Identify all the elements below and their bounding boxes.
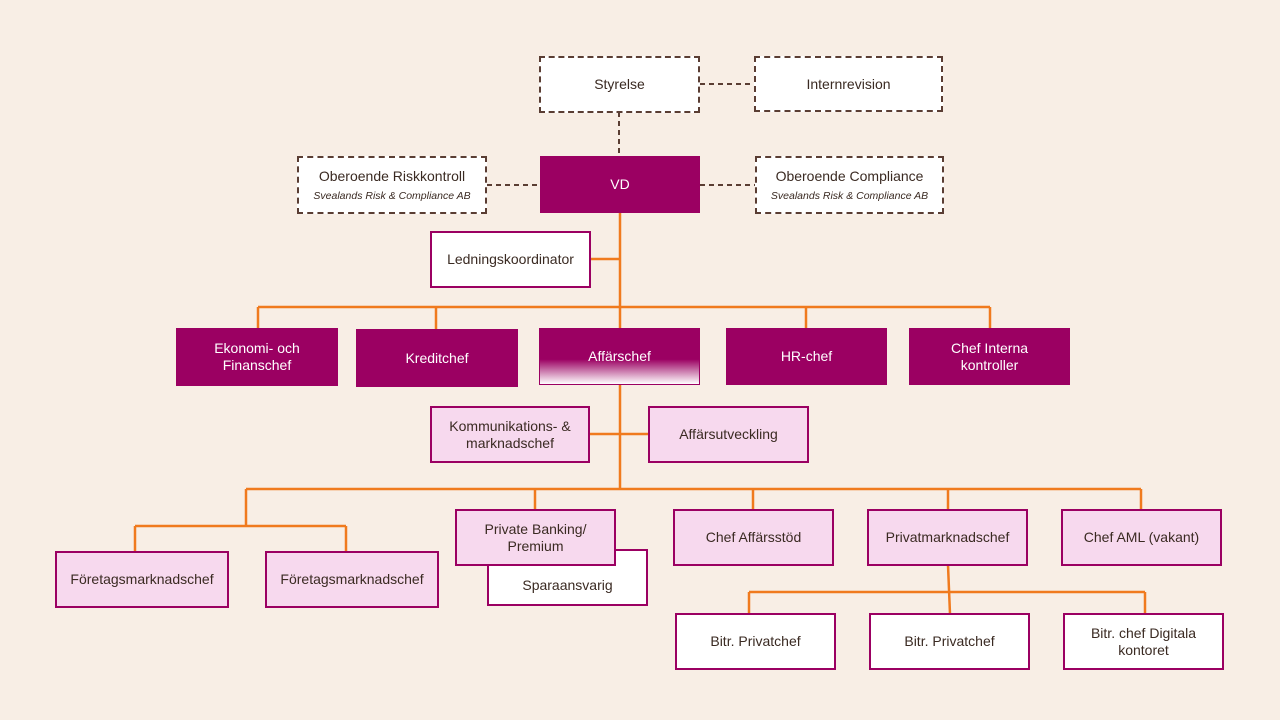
foretagsmarknad-label-2: Företagsmarknadschef	[280, 571, 424, 587]
affarsutveckling-box: Affärsutveckling	[648, 406, 809, 463]
riskkontroll-box: Oberoende Riskkontroll Svealands Risk & …	[297, 156, 487, 214]
hrchef-label: HR-chef	[780, 348, 833, 364]
hrchef-box: HR-chef	[726, 328, 887, 385]
private-banking-box: Private Banking/ Premium	[455, 509, 616, 566]
dashed-connectors	[487, 83, 755, 186]
internrevision-box: Internrevision	[754, 56, 943, 112]
foretagsmarknad-box-1: Företagsmarknadschef	[55, 551, 229, 608]
styrelse-box: Styrelse	[539, 56, 700, 113]
vd-box: VD	[540, 156, 700, 213]
affarsstod-box: Chef Affärsstöd	[673, 509, 834, 566]
foretagsmarknad-label-1: Företagsmarknadschef	[70, 571, 214, 587]
vd-label: VD	[610, 176, 630, 192]
styrelse-label: Styrelse	[594, 76, 645, 92]
kreditchef-box: Kreditchef	[356, 329, 518, 387]
bitr-privatchef-box-1: Bitr. Privatchef	[675, 613, 836, 670]
affarschef-box: Affärschef	[539, 328, 700, 385]
bitr-privatchef-label-1: Bitr. Privatchef	[710, 633, 801, 649]
riskkontroll-title: Oberoende Riskkontroll	[318, 168, 466, 184]
sparaansvarig-label: Sparaansvarig	[522, 577, 613, 593]
solid-connectors	[133, 213, 1147, 615]
affarsstod-label: Chef Affärsstöd	[705, 529, 802, 545]
internrevision-label: Internrevision	[806, 75, 891, 92]
kommunikation-label: Kommunikations- & marknadschef	[449, 417, 571, 451]
compliance-title: Oberoende Compliance	[775, 168, 924, 184]
privatmarknad-label: Privatmarknadschef	[885, 529, 1010, 545]
interna-kontroller-box: Chef Interna kontroller	[909, 328, 1070, 385]
compliance-box: Oberoende Compliance Svealands Risk & Co…	[755, 156, 944, 214]
ekonomi-box: Ekonomi- och Finanschef	[176, 328, 338, 386]
private-banking-label: Private Banking/ Premium	[484, 520, 587, 554]
bitr-digital-label: Bitr. chef Digitala kontoret	[1090, 624, 1197, 658]
compliance-subtitle: Svealands Risk & Compliance AB	[770, 190, 929, 202]
interna-kontroller-label: Chef Interna kontroller	[950, 339, 1029, 373]
kommunikation-box: Kommunikations- & marknadschef	[430, 406, 590, 463]
bitr-privatchef-box-2: Bitr. Privatchef	[869, 613, 1030, 670]
foretagsmarknad-box-2: Företagsmarknadschef	[265, 551, 439, 608]
affarsutveckling-label: Affärsutveckling	[679, 426, 778, 442]
aml-box: Chef AML (vakant)	[1061, 509, 1222, 566]
aml-label: Chef AML (vakant)	[1083, 529, 1200, 545]
ledningskoordinator-label: Ledningskoordinator	[447, 251, 574, 267]
bitr-digital-box: Bitr. chef Digitala kontoret	[1063, 613, 1224, 670]
bitr-privatchef-label-2: Bitr. Privatchef	[904, 633, 995, 649]
affarschef-label: Affärschef	[588, 348, 651, 364]
kreditchef-label: Kreditchef	[405, 349, 469, 366]
ekonomi-label: Ekonomi- och Finanschef	[214, 340, 300, 373]
riskkontroll-subtitle: Svealands Risk & Compliance AB	[313, 190, 471, 202]
privatmarknad-box: Privatmarknadschef	[867, 509, 1028, 566]
ledningskoordinator-box: Ledningskoordinator	[430, 231, 591, 288]
